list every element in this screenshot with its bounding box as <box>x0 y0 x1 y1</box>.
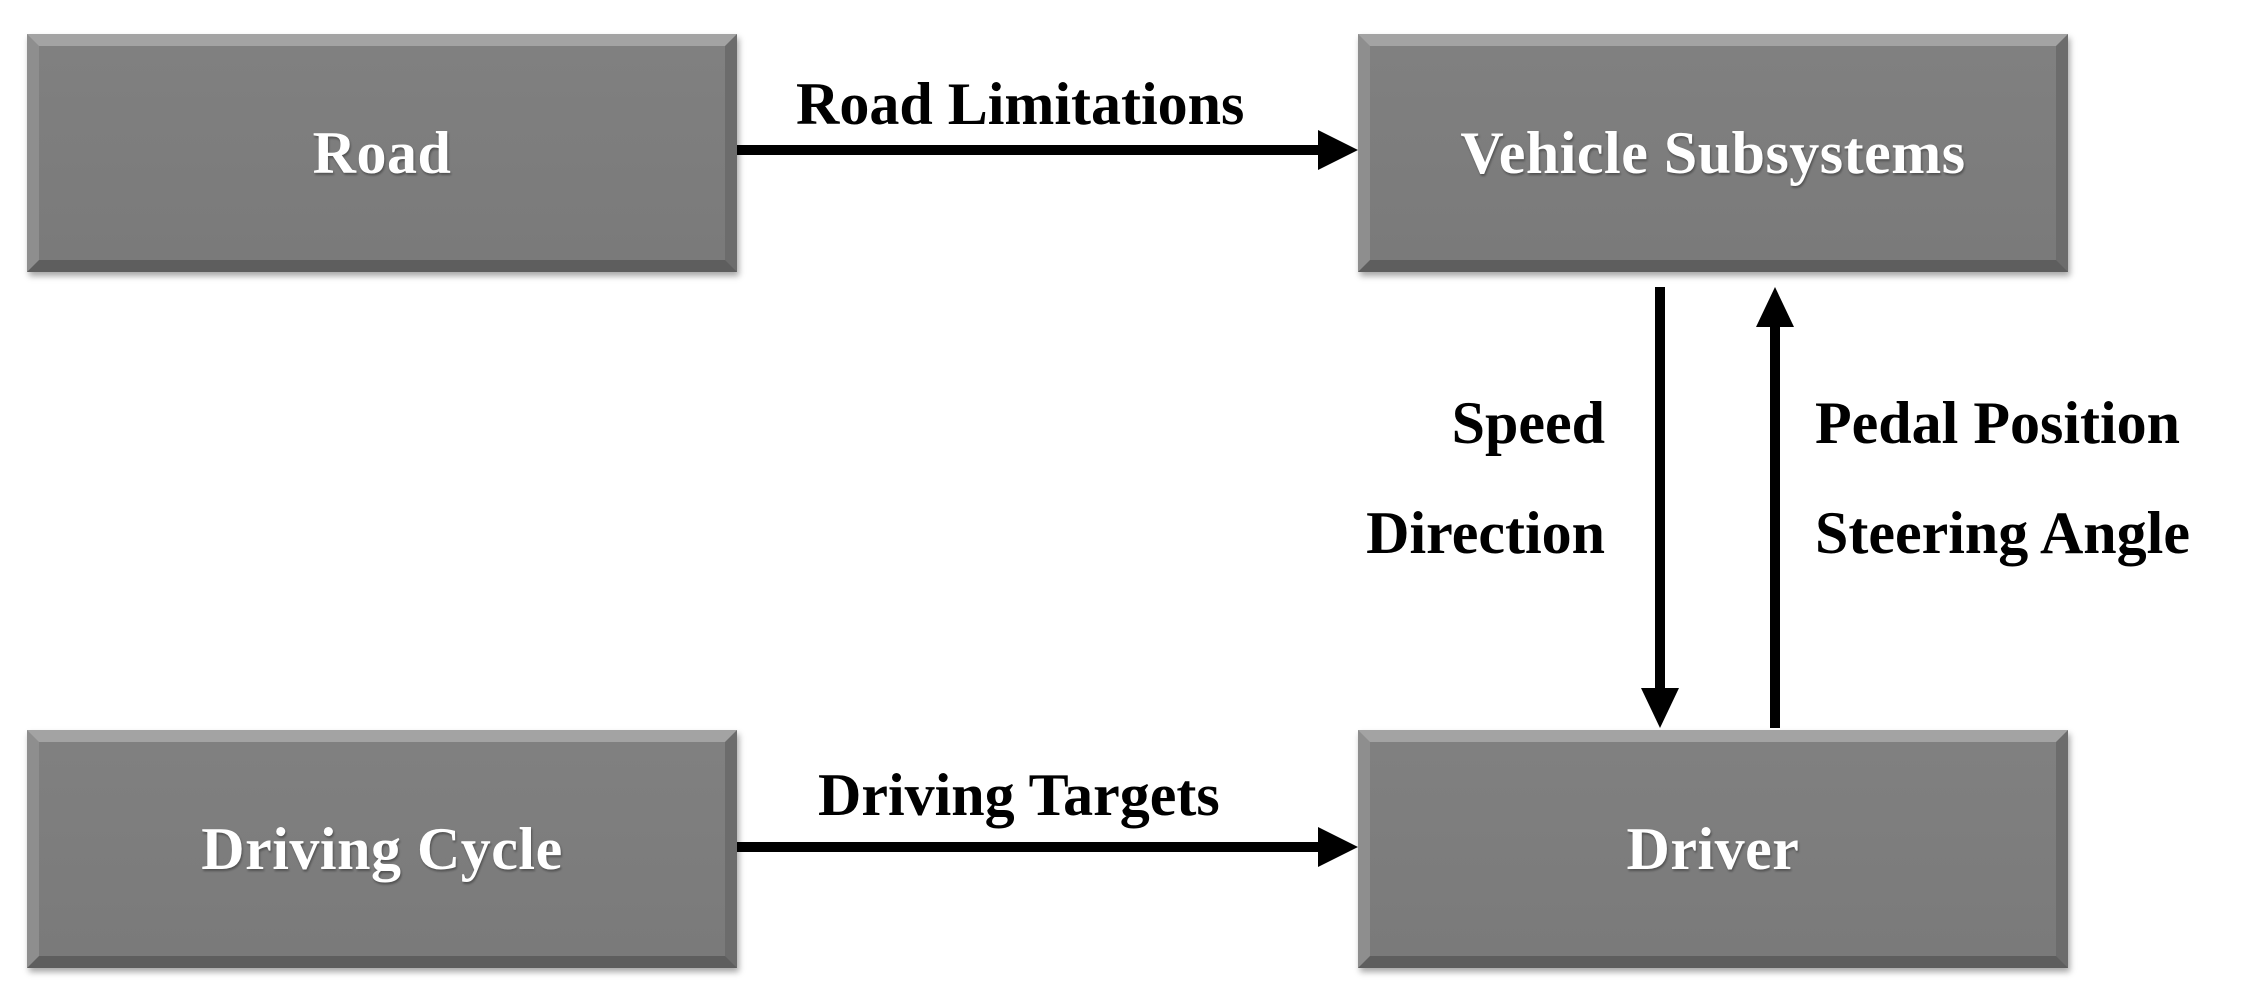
driving-cycle-node: Driving Cycle <box>27 730 737 968</box>
driver-node-label: Driver <box>1626 815 1800 882</box>
vehicle-to-driver-arrow <box>1641 287 1679 728</box>
driver-to-vehicle-arrow <box>1756 287 1794 728</box>
driver-node: Driver <box>1358 730 2068 968</box>
driving-cycle-node-label: Driving Cycle <box>201 815 563 882</box>
vehicle-subsystems-node: Vehicle Subsystems <box>1358 34 2068 272</box>
pedal-position-label: Pedal Position <box>1815 390 2181 456</box>
direction-label: Direction <box>1366 500 1605 566</box>
road-node-label: Road <box>312 119 452 186</box>
vehicle-subsystems-node-label: Vehicle Subsystems <box>1460 119 1966 186</box>
road-to-vehicle-arrow <box>737 130 1358 170</box>
speed-label: Speed <box>1451 390 1605 456</box>
driving-targets-label: Driving Targets <box>818 762 1220 828</box>
cycle-to-driver-arrow <box>737 827 1358 867</box>
road-limitations-label: Road Limitations <box>796 71 1245 137</box>
road-node: Road <box>27 34 737 272</box>
steering-angle-label: Steering Angle <box>1815 500 2190 566</box>
